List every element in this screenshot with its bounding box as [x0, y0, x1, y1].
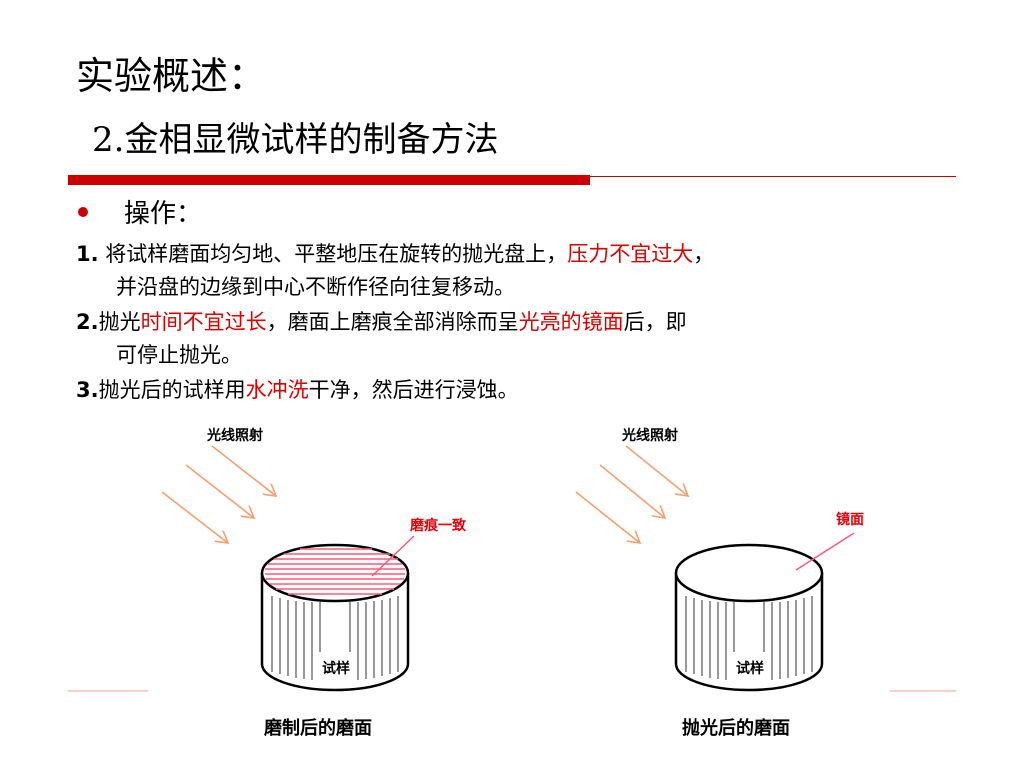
step-1-number: 1.: [76, 242, 99, 266]
step-2-number: 2.: [76, 310, 99, 334]
title-underline-thin: [590, 176, 956, 177]
left-light-arrow-icon: [211, 445, 276, 496]
right-sample-label: 试样: [736, 660, 764, 677]
right-sample-side-lines: [685, 596, 813, 680]
step-2: 2.抛光时间不宜过长，磨面上磨痕全部消除而呈光亮的镜面后，即: [76, 306, 687, 338]
slide-title: 实验概述：: [76, 54, 267, 98]
step-3-text-end: 干净，然后进行浸蚀。: [308, 378, 519, 402]
right-annotation-leader: [795, 532, 855, 571]
step-1-highlight: 压力不宜过大: [567, 242, 694, 266]
left-annotation: 磨痕一致: [410, 517, 467, 534]
slide-subtitle: 2.金相显微试样的制备方法: [92, 120, 499, 160]
left-annotation-leader: [371, 535, 415, 577]
right-light-arrow-icon: [625, 445, 688, 496]
right-illustration: 光线照射 镜面 试样 抛光后的磨面: [575, 427, 864, 739]
step-1-text-end: ，: [693, 242, 715, 266]
step-2-highlight-2: 光亮的镜面: [518, 310, 624, 334]
polishing-diagram: 光线照射 磨痕一致 试样 磨制后的磨面 光线照射: [68, 427, 956, 739]
step-3-number: 3.: [76, 378, 99, 402]
left-sample-label: 试样: [322, 660, 350, 677]
left-caption: 磨制后的磨面: [264, 717, 372, 739]
step-2-highlight-1: 时间不宜过长: [140, 310, 267, 334]
right-sample-cylinder: [674, 543, 824, 692]
right-light-arrow-icon: [599, 464, 665, 518]
right-annotation: 镜面: [836, 511, 864, 528]
bullet-item: 操作：: [78, 196, 202, 232]
left-light-arrow-icon: [185, 464, 254, 518]
title-underline-bar: [68, 175, 590, 185]
left-light-arrows: [161, 445, 276, 543]
left-illustration: 光线照射 磨痕一致 试样 磨制后的磨面: [161, 427, 467, 739]
step-2-continuation: 可停止抛光。: [116, 343, 242, 367]
step-1-continuation: 并沿盘的边缘到中心不断作径向往复移动。: [116, 275, 515, 299]
step-3-text: 抛光后的试样用: [98, 378, 246, 402]
step-1-text: 将试样磨面均匀地、平整地压在旋转的抛光盘上，: [98, 242, 568, 266]
right-light-arrow-icon: [575, 491, 640, 543]
right-light-label: 光线照射: [621, 427, 678, 444]
right-caption: 抛光后的磨面: [682, 717, 790, 739]
bullet-label: 操作：: [124, 199, 203, 229]
bullet-dot-icon: [78, 207, 88, 217]
step-3-highlight: 水冲洗: [245, 378, 309, 402]
left-light-label: 光线照射: [206, 427, 263, 444]
left-scratch-stripes: [265, 548, 405, 595]
left-light-arrow-icon: [161, 491, 228, 543]
step-2-text-end: 后，即: [623, 310, 687, 334]
step-2-text: 抛光: [98, 310, 141, 334]
step-1: 1. 将试样磨面均匀地、平整地压在旋转的抛光盘上，压力不宜过大，: [76, 238, 714, 270]
step-3: 3.抛光后的试样用水冲洗干净，然后进行浸蚀。: [76, 374, 519, 406]
step-2-text-mid: ，磨面上磨痕全部消除而呈: [266, 310, 519, 334]
left-sample-side-lines: [271, 596, 399, 680]
right-light-arrows: [575, 445, 688, 543]
